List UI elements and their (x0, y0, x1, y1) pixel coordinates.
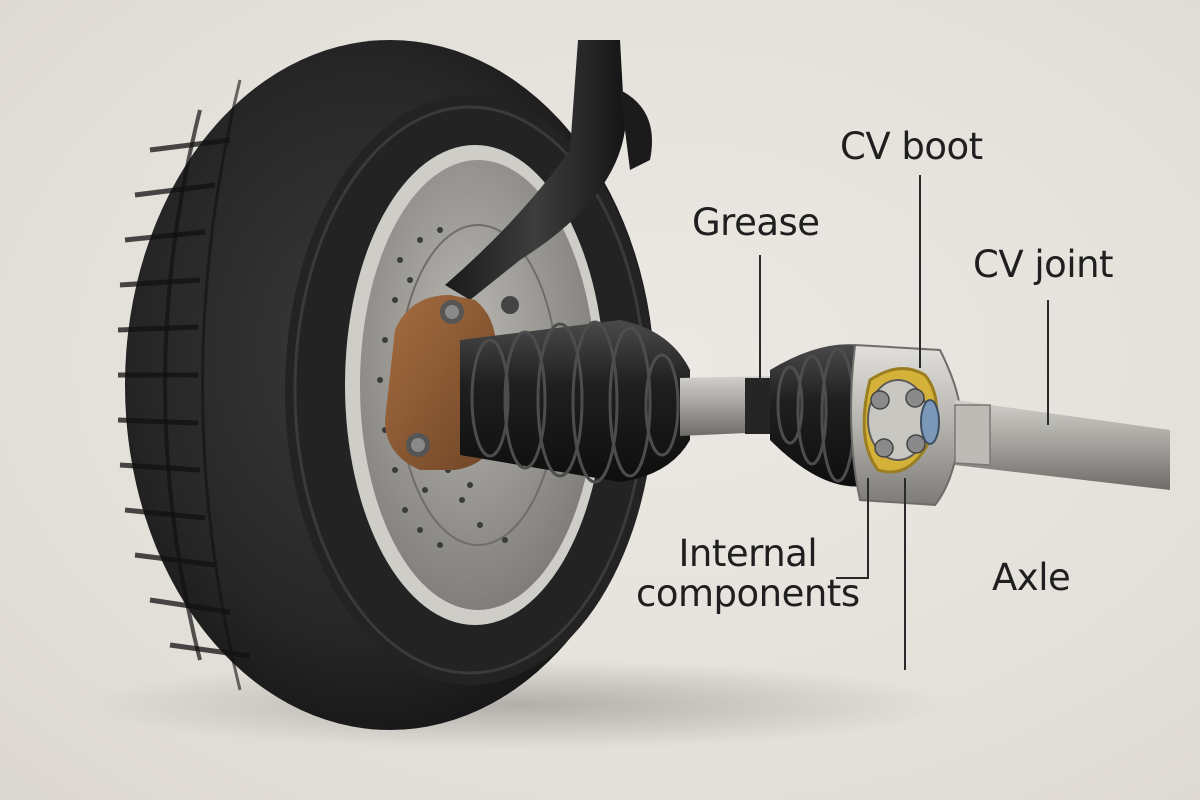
label-internal-components: Internal components (636, 534, 860, 614)
axle-shaft (955, 400, 1170, 490)
suspension-arm (445, 40, 625, 300)
label-cv-joint: CV joint (973, 243, 1114, 286)
outer-cv-boot (460, 320, 690, 484)
label-axle: Axle (992, 556, 1071, 599)
label-cv-boot: CV boot (840, 125, 983, 168)
cv-internal-components (867, 379, 940, 461)
label-internal-line1: Internal (678, 532, 818, 575)
label-grease: Grease (692, 201, 820, 244)
leader-lines (759, 175, 1049, 670)
cv-joint-housing (850, 343, 962, 507)
label-internal-line2: components (636, 571, 860, 615)
leader-internal-components (836, 478, 869, 579)
